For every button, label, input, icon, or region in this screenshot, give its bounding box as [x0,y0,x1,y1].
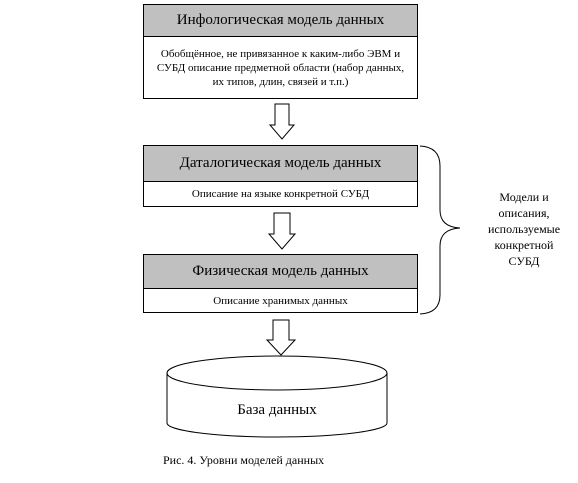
physical-model-title: Физическая модель данных [144,255,417,289]
down-arrow-2 [267,212,297,250]
down-arrow-3 [265,319,297,356]
infological-model-description: Обобщённое, не привязанное к каким-либо … [156,47,405,88]
physical-model-box: Физическая модель данных Описание храним… [143,254,418,313]
right-brace [419,145,461,315]
figure-caption: Рис. 4. Уровни моделей данных [163,453,325,467]
infological-model-title: Инфологическая модель данных [144,5,417,37]
brace-note: Модели и описания, используемые конкретн… [487,190,561,268]
physical-model-description: Описание хранимых данных [213,294,348,307]
datalogical-model-description: Описание на языке конкретной СУБД [191,188,370,200]
database-cylinder [166,355,388,438]
datalogical-model-box: Даталогическая модель данных Описание на… [143,145,418,207]
datalogical-model-title: Даталогическая модель данных [144,146,417,182]
down-arrow-1 [268,103,296,140]
infological-model-box: Инфологическая модель данных Обобщённое,… [143,4,418,99]
database-label: База данных [237,402,317,418]
